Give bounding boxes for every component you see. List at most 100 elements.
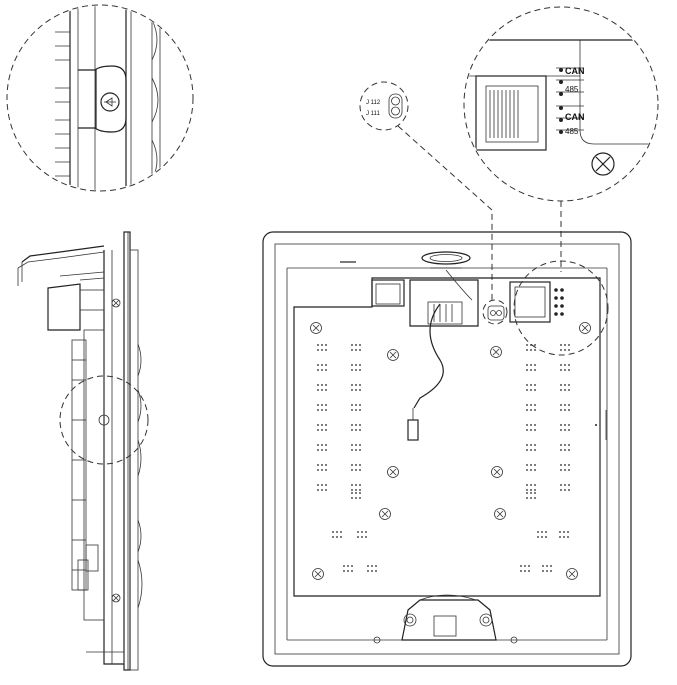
vent-dot: [534, 444, 536, 446]
vent-dot: [564, 424, 566, 426]
vent-dot: [340, 536, 342, 538]
vent-dot: [357, 536, 359, 538]
vent-dot: [550, 570, 552, 572]
vent-dot: [325, 464, 327, 466]
vent-dot: [351, 489, 353, 491]
vent-dot: [325, 449, 327, 451]
side-screw-icon: [111, 298, 121, 603]
vent-dot: [321, 484, 323, 486]
vent-dot: [530, 369, 532, 371]
vent-dot: [568, 349, 570, 351]
vent-dot: [526, 469, 528, 471]
vent-dot: [325, 469, 327, 471]
vent-dot: [351, 484, 353, 486]
cable-wire: [413, 303, 444, 409]
screw-icon: [566, 568, 578, 580]
vent-dot: [530, 364, 532, 366]
vent-dot: [560, 444, 562, 446]
vent-dot: [564, 429, 566, 431]
vent-dot: [317, 364, 319, 366]
vent-dot: [355, 484, 357, 486]
vent-dot: [534, 464, 536, 466]
vent-dot: [367, 565, 369, 567]
vent-dot: [365, 531, 367, 533]
vent-dot: [325, 344, 327, 346]
vent-dot: [534, 369, 536, 371]
vent-dot: [355, 497, 357, 499]
vent-dot: [321, 404, 323, 406]
vent-dot: [546, 570, 548, 572]
vent-dot: [355, 489, 357, 491]
vent-dot: [560, 484, 562, 486]
jumper-leader-line: [397, 125, 493, 300]
vent-dot: [359, 449, 361, 451]
vent-dot: [564, 409, 566, 411]
vent-dot: [559, 531, 561, 533]
screw-icon: [312, 568, 324, 580]
vent-dot: [545, 536, 547, 538]
vent-dot: [359, 404, 361, 406]
vent-dot: [321, 449, 323, 451]
vent-dot: [526, 384, 528, 386]
vent-dot: [526, 464, 528, 466]
vent-dot: [351, 424, 353, 426]
vent-dot: [355, 464, 357, 466]
vent-dot: [530, 424, 532, 426]
vent-dot: [317, 369, 319, 371]
vent-dot: [351, 449, 353, 451]
vent-dot: [530, 492, 532, 494]
vent-dot: [560, 464, 562, 466]
vent-dot: [321, 464, 323, 466]
vent-dot: [359, 444, 361, 446]
vent-dot: [359, 389, 361, 391]
vent-dot: [560, 389, 562, 391]
vent-dot: [564, 469, 566, 471]
vent-dot: [351, 570, 353, 572]
vent-dot: [355, 492, 357, 494]
vent-dot: [371, 565, 373, 567]
vent-dot: [351, 492, 353, 494]
vent-dot: [560, 469, 562, 471]
vent-dot: [530, 497, 532, 499]
vent-dot: [550, 565, 552, 567]
vent-dot: [351, 349, 353, 351]
screw-icon: [491, 466, 503, 478]
vent-dot: [355, 424, 357, 426]
vent-dot: [526, 349, 528, 351]
bus-label-485-lower: 485: [565, 127, 579, 136]
vent-dot: [534, 429, 536, 431]
vent-dot: [321, 384, 323, 386]
vent-dot: [545, 531, 547, 533]
vent-dot: [564, 444, 566, 446]
vent-dot: [325, 429, 327, 431]
jumper-label-j111: J 111: [366, 111, 380, 117]
vent-dot: [359, 469, 361, 471]
vent-dot: [351, 565, 353, 567]
vent-dot: [325, 424, 327, 426]
vent-dot: [355, 389, 357, 391]
vent-dot: [534, 489, 536, 491]
vent-dot: [317, 424, 319, 426]
vent-dot: [359, 464, 361, 466]
vent-dot: [564, 489, 566, 491]
vent-dot: [534, 497, 536, 499]
vent-dot: [343, 565, 345, 567]
vent-dot: [534, 389, 536, 391]
vent-dot: [568, 424, 570, 426]
vent-dot: [537, 536, 539, 538]
vent-dot: [564, 389, 566, 391]
vent-dot: [560, 424, 562, 426]
vent-dot: [534, 349, 536, 351]
jumper-label-j112: J 112: [366, 100, 381, 106]
vent-dot: [563, 531, 565, 533]
vent-dot: [526, 409, 528, 411]
vent-dot: [534, 424, 536, 426]
vent-dot: [359, 497, 361, 499]
vent-dot: [371, 570, 373, 572]
screw-icon: [490, 346, 502, 358]
vent-dot: [340, 531, 342, 533]
vent-dot: [564, 384, 566, 386]
vent-dot: [534, 344, 536, 346]
vent-dot: [534, 469, 536, 471]
vent-dot: [530, 429, 532, 431]
